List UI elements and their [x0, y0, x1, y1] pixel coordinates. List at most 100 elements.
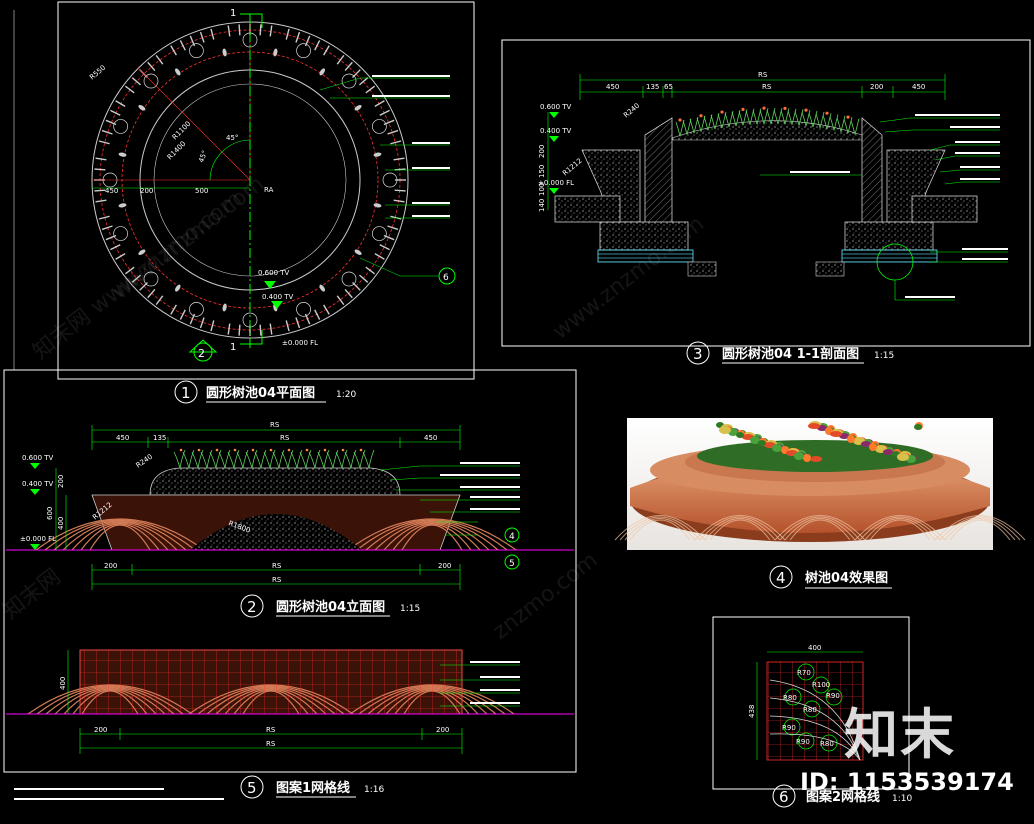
petal-center: [143, 271, 159, 287]
petal-stroke: [365, 266, 376, 275]
petal-circle: [825, 688, 843, 706]
view-title: 树池04效果图: [805, 570, 888, 586]
petal-stroke: [147, 288, 156, 299]
petal-stroke: [210, 28, 215, 40]
petal-stroke: [95, 157, 107, 161]
petal-leaf: [354, 105, 362, 111]
petal-stroke: [394, 189, 406, 192]
petal-stroke: [98, 140, 110, 145]
petal-center: [113, 119, 129, 134]
grass-tuft: [675, 119, 685, 137]
arch-line: [89, 524, 151, 551]
grass-tuft: [850, 118, 860, 135]
arch-line: [374, 521, 490, 551]
grass-tuft: [787, 108, 797, 125]
arch-line: [869, 519, 931, 541]
grass-tuft: [801, 110, 811, 127]
pattern1-dim: 200: [94, 726, 107, 734]
grass-tuft: [829, 114, 839, 131]
grass-tuft: [689, 117, 699, 134]
pattern2-petals: [769, 663, 861, 761]
flower: [699, 114, 703, 118]
pattern2-frame: [712, 616, 910, 790]
petal-stroke: [238, 24, 241, 36]
render-view: [614, 418, 1026, 550]
petal-center: [371, 226, 387, 241]
petal-stroke: [336, 54, 345, 65]
petal-stroke: [131, 77, 142, 86]
petal-leaf: [138, 249, 146, 255]
plan-dim: R1400: [166, 140, 188, 162]
petal-stroke: [304, 313, 311, 325]
pattern2-radius: R90: [796, 738, 810, 746]
flower: [287, 448, 291, 452]
grass-tuft: [808, 110, 818, 128]
plant-blob: [869, 443, 877, 451]
grass-tuft: [236, 449, 249, 469]
petal-stroke: [390, 215, 402, 220]
flower: [251, 448, 255, 452]
petal-stroke: [94, 189, 106, 192]
elevation-frame: [3, 369, 577, 773]
grass-tuft: [836, 115, 846, 132]
flower: [269, 448, 273, 452]
arch-line: [854, 515, 946, 541]
petal-leaf: [138, 105, 146, 111]
flower: [762, 106, 766, 110]
petal-arc: [769, 733, 861, 761]
petal-stroke: [383, 119, 395, 126]
plan-title: 1 圆形树池04平面图 1:20: [174, 380, 356, 404]
view-scale: 1:15: [400, 604, 420, 614]
watermark: 知末网: [0, 564, 66, 624]
arch-line: [401, 524, 463, 551]
view-scale: 1:15: [874, 351, 894, 361]
section-vdim: 140: [538, 199, 546, 212]
arch-line: [356, 519, 508, 551]
flower: [341, 448, 345, 452]
grass-tuft: [353, 449, 366, 469]
flower: [179, 448, 183, 452]
grass-tuft: [724, 110, 734, 128]
grass-tuft: [710, 113, 720, 130]
section-misc: R240: [622, 102, 641, 120]
pattern2-radius-labels: R70 R100 R90 R80 R80 R90 R90 R80: [782, 669, 840, 748]
plant-blob: [914, 424, 922, 430]
section-vdim: 100: [538, 183, 546, 196]
petal-stroke: [101, 129, 113, 135]
section-elevation: 0.600 TV: [540, 103, 572, 111]
elevation-vdim: 400: [57, 517, 65, 530]
grass-tuft: [299, 449, 312, 469]
petal-stroke: [314, 40, 321, 51]
flower: [678, 118, 682, 122]
grass-tuft: [326, 449, 339, 469]
petal-stroke: [179, 40, 186, 51]
petal-stroke: [344, 288, 353, 299]
view-title: 圆形树池04立面图: [276, 599, 385, 615]
petal-stroke: [379, 244, 390, 251]
petal-leaf: [273, 48, 278, 57]
petal-stroke: [105, 234, 117, 241]
grass-tuft: [272, 449, 285, 469]
plant-blob: [897, 453, 909, 461]
petal-leaf: [175, 284, 181, 292]
petal-stroke: [98, 215, 110, 220]
petal-circle: [784, 688, 802, 706]
elevation-level: ±0.000 FL: [20, 535, 56, 543]
petal-leaf: [373, 203, 382, 208]
petal-stroke: [131, 274, 142, 283]
pattern2-title: 6 图案2网格线 1:10: [772, 784, 912, 808]
plant-blob: [810, 456, 822, 462]
arch-line: [949, 519, 1011, 541]
plan-callout-ref: 6: [443, 273, 449, 283]
petal-circle: [812, 676, 830, 694]
arch-line: [944, 518, 1016, 541]
petal-stroke: [374, 253, 385, 260]
plan-dim: 45°: [226, 134, 238, 142]
pattern1-dim: RS: [266, 726, 276, 734]
plan-dim: 200: [140, 187, 153, 195]
petal-center: [296, 43, 311, 59]
grass-tuft: [717, 111, 727, 129]
pattern2-radius: R80: [820, 740, 834, 748]
arch-line: [44, 519, 196, 551]
petal-arc: [769, 679, 861, 761]
